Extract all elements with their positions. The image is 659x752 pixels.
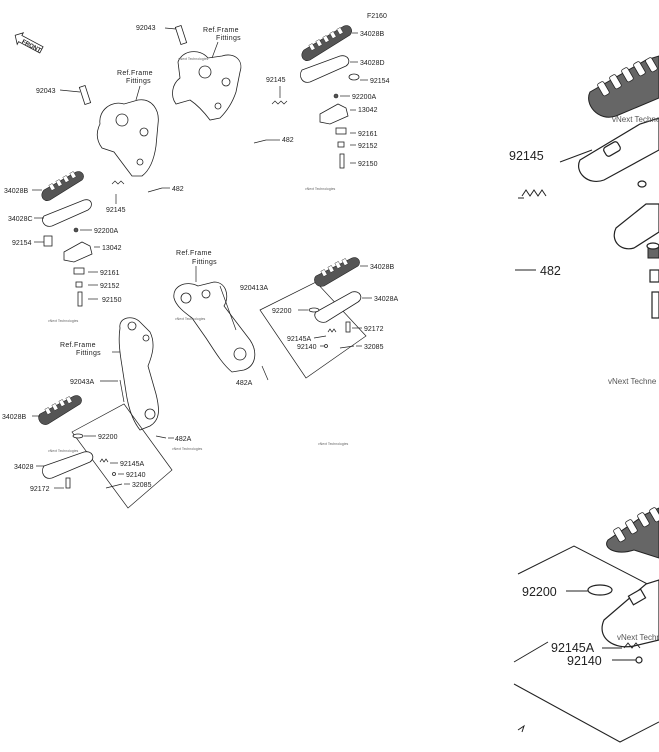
label-32085-low: 32085 — [132, 482, 152, 489]
label-92200A-left: 92200A — [94, 228, 118, 235]
zoom-detail-bottom: 92200 vNext Techne 92145A 92140 — [513, 507, 659, 743]
label-92043A: 92043A — [70, 379, 94, 386]
label-34028B-top: 34028B — [360, 31, 384, 38]
fittings-label-top: Fittings — [216, 35, 241, 42]
zoom-watermark-2: vNext Techne — [608, 377, 657, 386]
label-482-top: 482 — [282, 137, 294, 144]
zoom-label-92200: 92200 — [522, 585, 557, 599]
watermark-5: vNext Technologies — [318, 442, 349, 446]
label-34028B-low: 34028B — [2, 414, 26, 421]
label-34028D: 34028D — [360, 60, 385, 67]
label-34028A: 34028A — [374, 296, 398, 303]
label-92154-left: 92154 — [12, 240, 32, 247]
label-92145-top: 92145 — [266, 77, 286, 84]
label-92161-top: 92161 — [358, 131, 378, 138]
watermark-4: vNext Technologies — [175, 317, 206, 321]
label-92140-low: 92140 — [126, 472, 146, 479]
label-32085-mid: 32085 — [364, 344, 384, 351]
label-92145-left: 92145 — [106, 207, 126, 214]
watermark-2: vNext Technologies — [305, 187, 336, 191]
watermark-1: vNext Technologies — [178, 57, 209, 61]
zoom-detail-top: vNext Techne 92145 482 vNext Techne — [509, 55, 659, 386]
zoom-watermark-1: vNext Techne — [612, 115, 659, 124]
label-92161-left: 92161 — [100, 270, 120, 277]
zoom-label-92140: 92140 — [567, 654, 602, 668]
label-92043-left: 92043 — [36, 88, 56, 95]
label-92172-mid: 92172 — [364, 326, 384, 333]
label-34028: 34028 — [14, 464, 34, 471]
label-92172-low: 92172 — [30, 486, 50, 493]
fittings-label-low: Fittings — [76, 350, 101, 357]
ref-frame-label-left: Ref.Frame — [117, 70, 153, 77]
label-34028B-mid: 34028B — [370, 264, 394, 271]
zoom-watermark-3: vNext Techne — [617, 633, 659, 642]
label-92200-low: 92200 — [98, 434, 118, 441]
zoom-label-482: 482 — [540, 264, 561, 278]
watermark-3: vNext Technologies — [48, 319, 79, 323]
label-92145A-low: 92145A — [120, 461, 144, 468]
assembly-top-left: 92043 Ref.Frame Fittings 92145 482 34028… — [4, 70, 184, 323]
label-92200-mid: 92200 — [272, 308, 292, 315]
label-482A-mid: 482A — [236, 380, 253, 387]
label-92152-left: 92152 — [100, 283, 120, 290]
label-13042-left: 13042 — [102, 245, 122, 252]
label-92043-top: 92043 — [136, 25, 156, 32]
label-482-left: 482 — [172, 186, 184, 193]
front-arrow-icon: FRONT — [14, 32, 44, 54]
label-92200A-top: 92200A — [352, 94, 376, 101]
zoom-label-92145A: 92145A — [551, 641, 595, 655]
watermark-7: vNext Technologies — [48, 449, 79, 453]
label-92140-mid: 92140 — [297, 344, 317, 351]
label-92154-top: 92154 — [370, 78, 390, 85]
zoom-label-92145: 92145 — [509, 149, 544, 163]
watermark-6: vNext Technologies — [172, 447, 203, 451]
label-92150-left: 92150 — [102, 297, 122, 304]
label-92145A-mid: 92145A — [287, 336, 311, 343]
assembly-top-right: 92043 Ref.Frame Fittings 92145 482 34028… — [136, 25, 390, 191]
label-13042-top: 13042 — [358, 107, 378, 114]
assembly-mid-right: Ref.Frame Fittings 920413A 482A vNext Te… — [173, 250, 398, 446]
ref-frame-label-top: Ref.Frame — [203, 27, 239, 34]
label-92152-top: 92152 — [358, 143, 378, 150]
label-92150-top: 92150 — [358, 161, 378, 168]
label-482A-low: 482A — [175, 436, 192, 443]
label-920413A: 920413A — [240, 285, 268, 292]
label-34028C: 34028C — [8, 216, 33, 223]
ref-frame-label-mid: Ref.Frame — [176, 250, 212, 257]
fittings-label-left: Fittings — [126, 78, 151, 85]
label-34028B-left: 34028B — [4, 188, 28, 195]
assembly-bottom-left: Ref.Frame Fittings 92043A 482A vNext Tec… — [2, 317, 203, 509]
ref-frame-label-low: Ref.Frame — [60, 342, 96, 349]
diagram-code: F2160 — [367, 13, 387, 20]
fittings-label-mid: Fittings — [192, 259, 217, 266]
